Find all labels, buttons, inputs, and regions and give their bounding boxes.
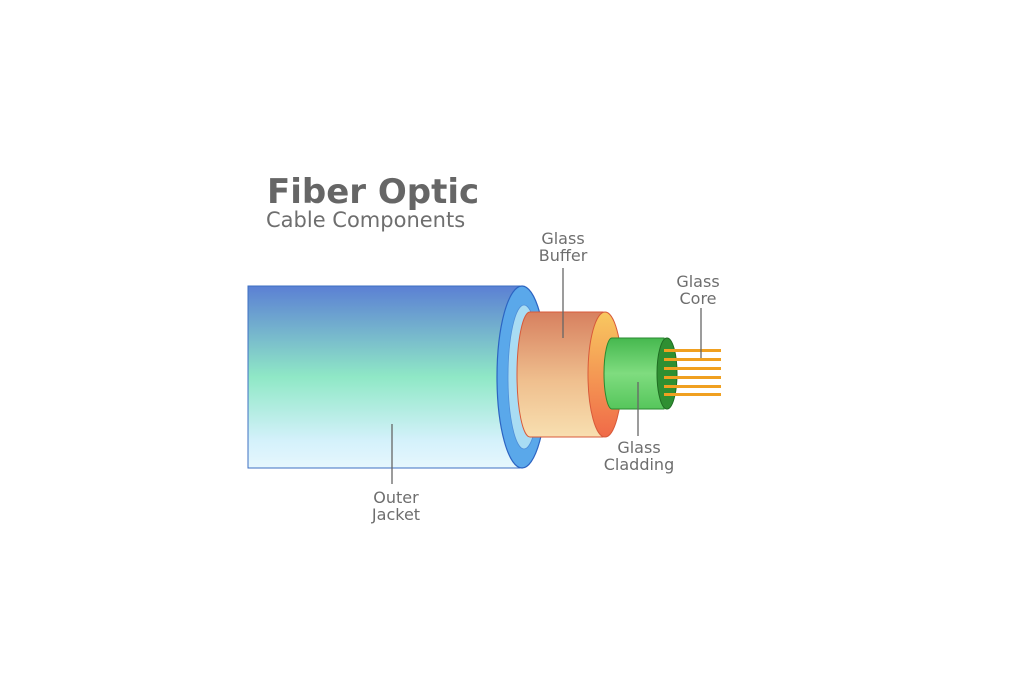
core-fiber [664,367,721,370]
cladding-label: Glass Cladding [604,438,674,474]
cladding-label-line1: Glass [617,438,660,457]
buffer-label-line2: Buffer [539,246,588,265]
glass-cladding [603,337,678,410]
buffer-label: Glass Buffer [539,229,588,265]
outer-jacket [247,285,548,469]
glass-core-fibers [664,349,721,396]
glass-buffer-body [516,311,604,438]
jacket-label-line2: Jacket [371,505,420,524]
core-fiber [664,385,721,388]
core-fiber [664,349,721,352]
diagram-subtitle: Cable Components [266,208,465,232]
jacket-label: Outer Jacket [371,488,420,524]
core-label-line1: Glass [676,272,719,291]
core-fiber [664,376,721,379]
glass-cladding-face [656,337,678,410]
glass-cladding-body [603,337,665,410]
buffer-label-line1: Glass [541,229,584,248]
jacket-label-line1: Outer [373,488,419,507]
core-label: Glass Core [676,272,719,308]
core-fiber [664,358,721,361]
core-label-line2: Core [679,289,716,308]
outer-jacket-body [247,285,521,469]
diagram-title: Fiber Optic [267,172,479,212]
core-fiber [664,393,721,396]
cladding-label-line2: Cladding [604,455,674,474]
